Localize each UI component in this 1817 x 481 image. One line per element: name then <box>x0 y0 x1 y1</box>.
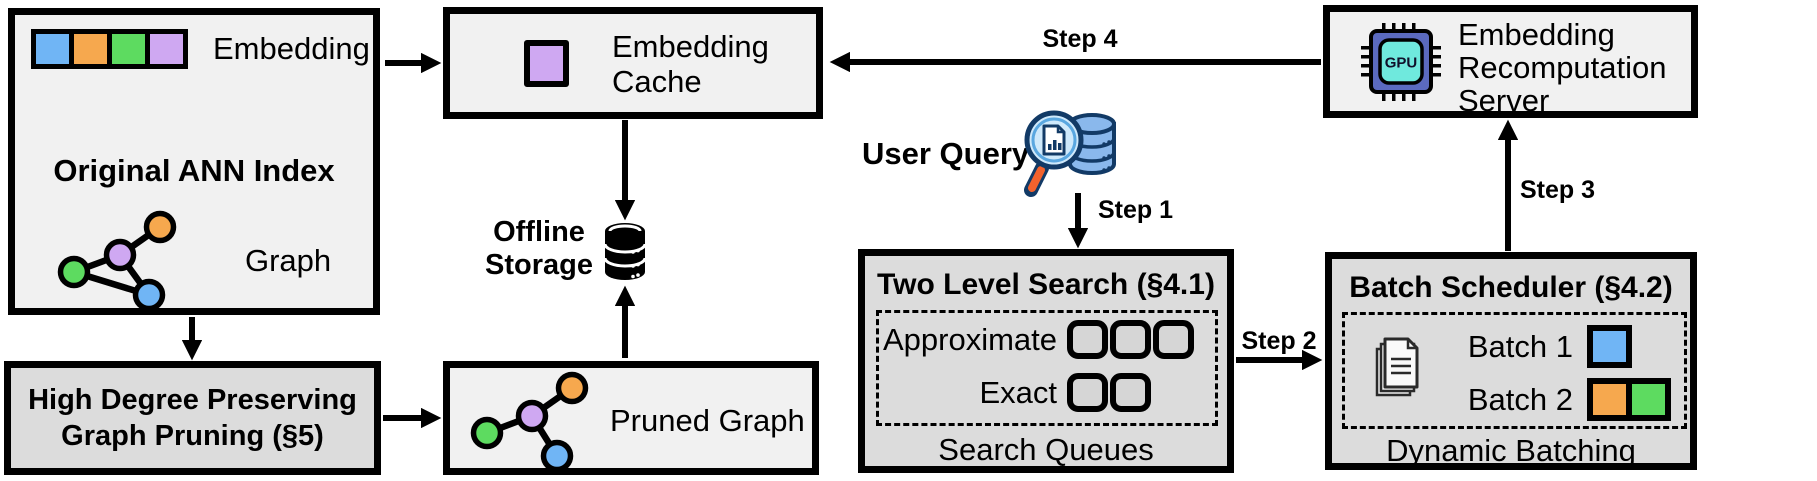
batch-scheduler-box: Batch Scheduler (§4.2) Batch 1 Batch 2 <box>1325 252 1697 470</box>
batch-1-chips <box>1587 325 1632 368</box>
gpu-icon: GPU <box>1361 23 1441 101</box>
exact-queue-row: Exact <box>879 366 1215 419</box>
step-1-label: Step 1 <box>1098 196 1174 224</box>
approximate-label: Approximate <box>882 322 1057 357</box>
embedding-cache-box: Embedding Cache <box>443 7 823 119</box>
batch-1-label: Batch 1 <box>1467 329 1573 364</box>
color-chip <box>145 29 188 69</box>
color-chip <box>107 29 150 69</box>
recomputation-server-box: GPU Embedding Recomputation Server <box>1323 5 1698 118</box>
step-3-label: Step 3 <box>1520 176 1596 204</box>
dynamic-batching-label: Dynamic Batching <box>1386 433 1636 468</box>
pruned-graph-icon <box>470 371 589 472</box>
batch-2-row: Batch 2 <box>1435 373 1671 426</box>
queue-slot <box>1110 373 1151 412</box>
batch-rows: Batch 1 Batch 2 <box>1435 320 1671 426</box>
embedding-cache-title: Embedding Cache <box>612 29 769 99</box>
color-chip <box>524 40 569 87</box>
documents-icon <box>1375 337 1419 397</box>
color-chip <box>69 29 112 69</box>
batch-1-row: Batch 1 <box>1435 320 1671 373</box>
approximate-queue-row: Approximate <box>879 313 1215 366</box>
database-icon <box>603 223 647 280</box>
original-ann-index-title: Original ANN Index <box>53 153 335 188</box>
graph-node-green <box>470 416 504 450</box>
graph-icon <box>57 210 177 312</box>
search-queues-panel: Approximate Exact <box>876 310 1218 426</box>
graph-pruning-title: High Degree Preserving Graph Pruning (§5… <box>28 384 357 452</box>
embedding-label: Embedding <box>213 31 370 66</box>
batch-2-label: Batch 2 <box>1467 382 1573 417</box>
exact-queue-slots <box>1067 373 1151 412</box>
color-chip <box>31 29 74 69</box>
graph-node-purple <box>515 399 549 433</box>
user-query-label: User Query <box>862 136 1030 171</box>
queue-slot <box>1110 320 1151 359</box>
graph-node-blue <box>540 439 574 472</box>
graph-node-orange <box>143 210 177 244</box>
graph-label: Graph <box>245 243 332 278</box>
color-chip <box>1626 378 1671 421</box>
graph-node-blue <box>132 278 166 312</box>
graph-node-purple <box>103 238 137 272</box>
search-queues-label: Search Queues <box>938 432 1154 467</box>
pruned-graph-label: Pruned Graph <box>610 403 805 438</box>
offline-storage-label: Offline Storage <box>485 216 593 281</box>
two-level-search-box: Two Level Search (§4.1) Approximate Exac… <box>858 249 1234 473</box>
recomputation-server-title: Embedding Recomputation Server <box>1458 17 1667 118</box>
batch-scheduler-title: Batch Scheduler (§4.2) <box>1349 271 1673 304</box>
user-query-icon <box>1024 110 1116 197</box>
queue-slot <box>1067 373 1108 412</box>
exact-label: Exact <box>979 375 1057 410</box>
graph-node-green <box>57 255 91 289</box>
two-level-search-title: Two Level Search (§4.1) <box>877 268 1215 301</box>
dynamic-batching-panel: Batch 1 Batch 2 <box>1342 312 1687 429</box>
embedding-vector-icon <box>31 29 188 69</box>
queue-slot <box>1067 320 1108 359</box>
queue-slot <box>1153 320 1194 359</box>
approximate-queue-slots <box>1067 320 1194 359</box>
cached-embedding-icon <box>524 40 569 87</box>
gpu-label: GPU <box>1385 55 1418 72</box>
magnifier <box>1024 110 1084 197</box>
step-2-label: Step 2 <box>1241 327 1317 355</box>
color-chip <box>1587 325 1632 368</box>
step-4-label: Step 4 <box>1042 25 1118 53</box>
graph-pruning-box: High Degree Preserving Graph Pruning (§5… <box>4 361 381 475</box>
graph-node-orange <box>555 371 589 405</box>
pruned-graph-box: Pruned Graph <box>443 361 819 475</box>
batch-2-chips <box>1587 378 1671 421</box>
original-ann-index-box: Embedding Original ANN Index Graph <box>8 8 380 315</box>
